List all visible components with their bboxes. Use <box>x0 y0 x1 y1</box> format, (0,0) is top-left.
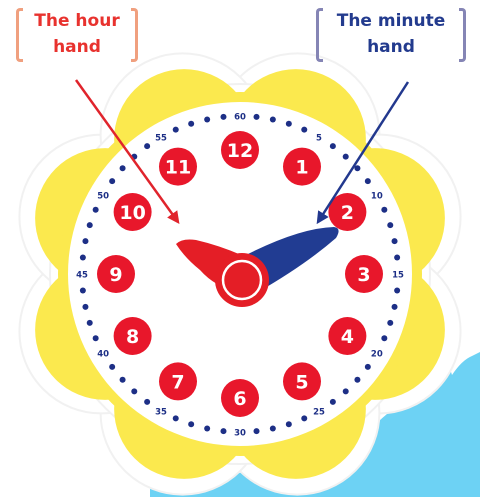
minute-dot <box>93 207 99 213</box>
minute-dot <box>286 421 292 427</box>
minute-dot <box>254 428 260 434</box>
minute-dot <box>144 143 150 149</box>
minute-dot <box>381 207 387 213</box>
hour-number-label: 6 <box>233 388 246 410</box>
minute-hand-callout: The minute hand <box>316 8 466 60</box>
minute-dot <box>188 121 194 127</box>
minute-dot <box>120 165 126 171</box>
minute-dot <box>286 121 292 127</box>
minute-dot <box>394 254 400 260</box>
minute-label: 25 <box>313 407 325 417</box>
hour-hand-callout: The hour hand <box>16 8 138 60</box>
hour-number-label: 10 <box>119 202 145 224</box>
minute-dot <box>109 178 115 184</box>
minute-label: 30 <box>234 429 246 439</box>
minute-dot <box>392 304 398 310</box>
hour-number-9: 9 <box>97 255 135 293</box>
minute-hand-label: The minute hand <box>316 8 466 60</box>
minute-dot <box>270 116 276 122</box>
minute-dot <box>188 421 194 427</box>
callout-bracket-left <box>16 8 23 62</box>
minute-label: 10 <box>371 192 383 202</box>
minute-dot <box>87 222 93 228</box>
hour-number-5: 5 <box>283 362 321 400</box>
minute-dot <box>120 377 126 383</box>
hour-number-4: 4 <box>328 317 366 355</box>
callout-bracket-right <box>131 8 138 62</box>
hour-number-10: 10 <box>114 193 152 231</box>
minute-label: 5 <box>316 134 322 144</box>
minute-dot <box>173 127 179 133</box>
hour-number-3: 3 <box>345 255 383 293</box>
hour-number-label: 1 <box>295 157 308 179</box>
hour-number-label: 5 <box>295 371 308 393</box>
minute-label: 55 <box>155 134 167 144</box>
hour-number-label: 12 <box>227 140 253 162</box>
minute-dot <box>144 399 150 405</box>
hour-number-6: 6 <box>221 379 259 417</box>
hour-number-label: 11 <box>165 157 191 179</box>
hand-pivot-center <box>226 264 258 296</box>
minute-dot <box>394 288 400 294</box>
minute-dot <box>387 320 393 326</box>
minute-label: 35 <box>155 407 167 417</box>
minute-label: 20 <box>371 350 383 360</box>
minute-dot <box>220 428 226 434</box>
callout-bracket-left <box>316 8 323 62</box>
minute-label: 45 <box>76 271 88 281</box>
minute-dot <box>365 364 371 370</box>
hour-number-label: 7 <box>171 371 184 393</box>
minute-dot <box>254 114 260 120</box>
hour-hand-label: The hour hand <box>16 8 138 60</box>
minute-dot <box>87 320 93 326</box>
minute-dot <box>82 304 88 310</box>
minute-label: 60 <box>234 113 246 123</box>
minute-dot <box>354 377 360 383</box>
minute-dot <box>392 238 398 244</box>
minute-dot <box>109 364 115 370</box>
minute-dot <box>343 388 349 394</box>
minute-dot <box>220 114 226 120</box>
minute-dot <box>343 154 349 160</box>
minute-label: 50 <box>97 192 109 202</box>
hour-number-label: 2 <box>341 202 354 224</box>
minute-dot <box>301 127 307 133</box>
minute-dot <box>204 116 210 122</box>
hour-number-11: 11 <box>159 148 197 186</box>
hour-number-8: 8 <box>114 317 152 355</box>
minute-dot <box>173 415 179 421</box>
hour-number-label: 4 <box>341 326 354 348</box>
minute-label: 15 <box>392 271 404 281</box>
minute-dot <box>330 399 336 405</box>
hour-number-label: 3 <box>357 264 370 286</box>
hour-number-1: 1 <box>283 148 321 186</box>
minute-dot <box>80 288 86 294</box>
minute-dot <box>270 426 276 432</box>
minute-dot <box>387 222 393 228</box>
callout-bracket-right <box>459 8 466 62</box>
minute-dot <box>131 388 137 394</box>
minute-dot <box>365 178 371 184</box>
minute-dot <box>80 254 86 260</box>
minute-dot <box>301 415 307 421</box>
hour-number-label: 9 <box>109 264 122 286</box>
minute-label: 40 <box>97 350 109 360</box>
minute-dot <box>93 335 99 341</box>
minute-dot <box>381 335 387 341</box>
minute-dot <box>204 426 210 432</box>
minute-dot <box>330 143 336 149</box>
hour-number-label: 8 <box>126 326 139 348</box>
hour-number-7: 7 <box>159 362 197 400</box>
hour-number-12: 12 <box>221 131 259 169</box>
minute-dot <box>82 238 88 244</box>
